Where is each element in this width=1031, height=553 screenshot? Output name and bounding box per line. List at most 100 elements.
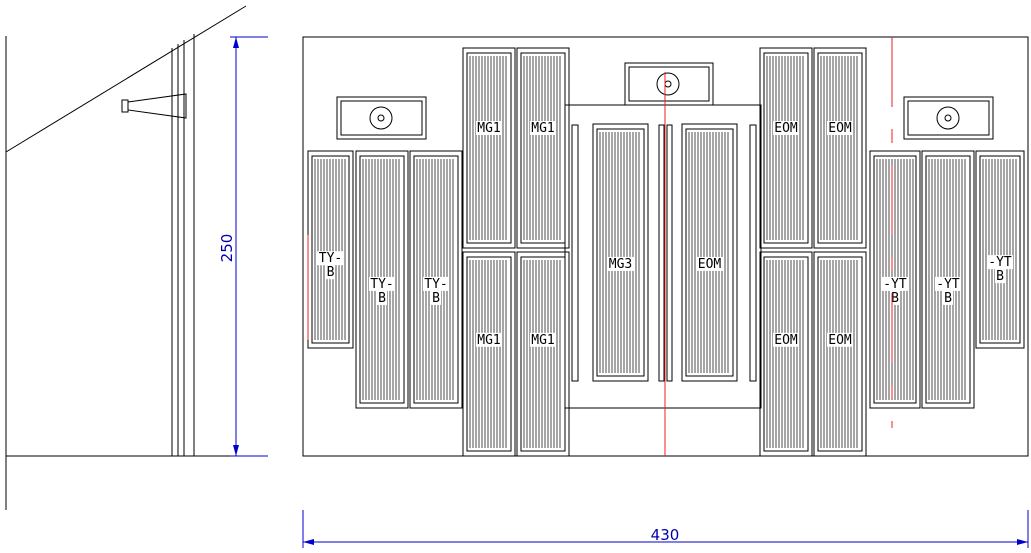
module-label: MG1 (477, 121, 500, 136)
speaker-module-mg1-tr: MG1 (516, 47, 570, 249)
module-grille (469, 56, 507, 240)
module-label-bg (890, 290, 900, 305)
module-label-bg (773, 332, 799, 347)
module-frame (462, 47, 516, 249)
side-ceiling-slope (5, 5, 247, 153)
module-label-bg (325, 265, 336, 280)
height-dimension-label: 250 (218, 234, 236, 263)
module-label-bg (696, 256, 723, 271)
module-grille (766, 56, 804, 240)
module-label: B (378, 291, 386, 306)
module-label-bg (987, 255, 1013, 270)
module-label: MG1 (477, 333, 500, 348)
speaker-module-eom-tr: EOM (813, 47, 867, 249)
module-label: EOM (774, 121, 798, 136)
module-label-bg (377, 290, 387, 305)
module-frame (409, 150, 463, 409)
module-label-bg (943, 290, 953, 305)
module-frame (516, 251, 570, 457)
side-horn-speaker (127, 93, 187, 119)
module-label: EOM (828, 333, 852, 348)
module-label: -YT (883, 277, 907, 292)
module-inner-frame (817, 256, 863, 452)
module-frame (759, 251, 813, 457)
module-inner-frame (817, 52, 863, 244)
module-label-bg (476, 121, 502, 135)
speaker-module-eom-bl: EOM (759, 251, 813, 457)
module-label-bg (607, 256, 634, 271)
module-frame (869, 150, 921, 409)
module-label: TY- (319, 251, 342, 266)
module-grille (523, 260, 561, 448)
module-label: MG1 (531, 121, 554, 136)
module-grille (523, 56, 561, 240)
module-label: EOM (698, 257, 722, 272)
module-label: EOM (774, 333, 798, 348)
module-label-bg (476, 332, 502, 347)
center-slot-1 (571, 124, 579, 382)
module-inner-frame (873, 155, 917, 404)
module-inner-frame (596, 128, 645, 377)
center-slot-2 (658, 124, 665, 382)
speaker-module-eom-br: EOM (813, 251, 867, 457)
module-inner-frame (763, 256, 809, 452)
module-grille (982, 159, 1017, 340)
speaker-module-ytb-2: -YTB (921, 150, 975, 409)
module-frame (681, 123, 738, 382)
side-horn-driver (121, 99, 129, 113)
module-label-bg (882, 276, 908, 291)
side-elevation (5, 5, 268, 510)
module-label: -YT (988, 255, 1012, 270)
module-frame (355, 150, 409, 409)
module-label: B (996, 269, 1004, 284)
module-label-bg (423, 276, 449, 291)
speaker-module-mg1-bl: MG1 (462, 251, 516, 457)
speaker-module-mg1-tl: MG1 (462, 47, 516, 249)
height-arrow-top (233, 37, 239, 48)
module-label-bg (995, 269, 1005, 284)
module-label: MG1 (531, 333, 554, 348)
module-label: B (944, 291, 952, 306)
module-label: TY- (370, 277, 393, 292)
module-frame (813, 251, 867, 457)
module-inner-frame (466, 52, 512, 244)
module-grille (820, 56, 858, 240)
module-label-bg (935, 276, 961, 291)
module-grille (599, 132, 640, 373)
speaker-module-ytb-1: -YTB (869, 150, 921, 409)
module-inner-frame (763, 52, 809, 244)
horn-center (624, 62, 714, 106)
module-frame (516, 47, 570, 249)
module-inner-frame (520, 52, 566, 244)
module-grille (766, 260, 804, 448)
module-frame (592, 123, 649, 382)
speaker-module-mg1-br: MG1 (516, 251, 570, 457)
module-grille (314, 159, 346, 340)
module-frame (975, 150, 1025, 349)
width-dimension-label: 430 (651, 526, 680, 544)
module-label-bg (431, 290, 441, 305)
module-grille (820, 260, 858, 448)
module-inner-frame (413, 155, 459, 404)
speaker-module-eom-c: EOM (681, 123, 738, 382)
speaker-module-tyb-1: TY-B (307, 150, 354, 349)
module-label: EOM (828, 121, 852, 136)
module-frame (921, 150, 975, 409)
width-arrow-right (1017, 539, 1028, 545)
speaker-module-ytb-3: -YTB (975, 150, 1025, 349)
module-frame (813, 47, 867, 249)
speaker-module-eom-tl: EOM (759, 47, 813, 249)
module-label-bg (827, 121, 853, 135)
center-slot-4 (749, 124, 757, 382)
width-dimension: 430 (302, 510, 1029, 548)
module-label: -YT (936, 277, 960, 292)
module-label-bg (369, 276, 395, 291)
module-label: B (432, 291, 440, 306)
module-inner-frame (466, 256, 512, 452)
speaker-module-tyb-2: TY-B (355, 150, 409, 409)
module-label-bg (530, 332, 556, 347)
module-inner-frame (979, 155, 1021, 344)
module-frame (759, 47, 813, 249)
